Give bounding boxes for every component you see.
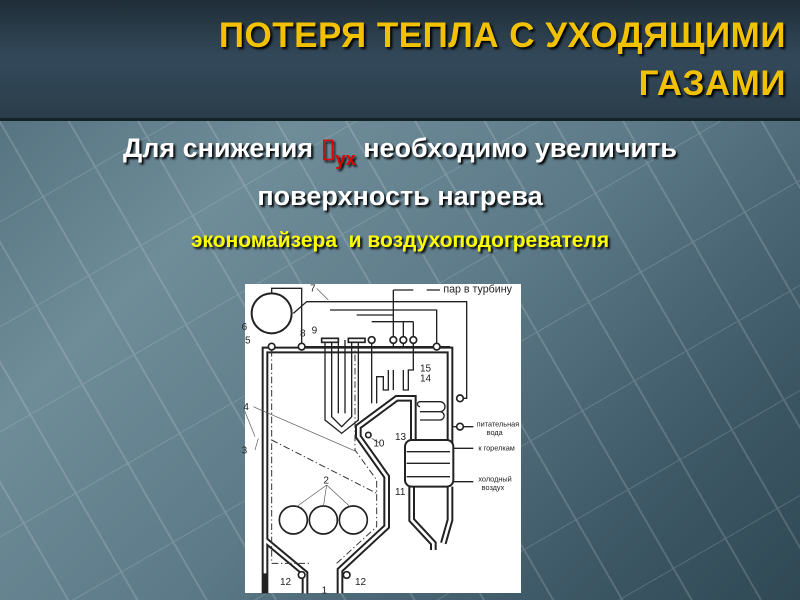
label-7: 7 (310, 284, 316, 295)
label-14: 14 (420, 374, 432, 385)
drum (250, 292, 293, 335)
body-line-3-highlight: экономайзера и воздухоподогревателя (190, 229, 610, 252)
label-cold-air: холодный (478, 475, 511, 484)
label-1: 1 (322, 585, 328, 595)
label-steam-to-turbine: пар в турбину (443, 284, 512, 296)
boiler-diagram: 1 2 3 4 5 6 7 8 9 10 11 12 12 13 14 15 п… (242, 284, 521, 595)
boiler-schematic: 1 2 3 4 5 6 7 8 9 10 11 12 12 13 14 15 п… (242, 284, 520, 595)
label-8: 8 (300, 329, 306, 340)
diagram-labels: 1 2 3 4 5 6 7 8 9 10 11 12 12 13 14 15 п… (242, 284, 520, 595)
label-13: 13 (395, 432, 407, 443)
symbol-subscript: ух (335, 149, 356, 169)
label-feedwater-2: вода (487, 428, 504, 437)
burner (308, 505, 339, 535)
body-line-2: поверхность нагрева (257, 181, 543, 211)
label-cold-air-2: воздух (482, 483, 505, 492)
label-6: 6 (242, 322, 248, 333)
body-line-1: Для снижения ▯ух необходимо увеличить (0, 133, 800, 170)
label-12-left: 12 (280, 577, 292, 588)
text-after-symbol: необходимо увеличить (363, 133, 677, 163)
leader-lines (244, 288, 381, 507)
label-11: 11 (395, 487, 406, 498)
label-9: 9 (312, 325, 318, 336)
label-5: 5 (245, 335, 251, 346)
text-before-symbol: Для снижения (123, 133, 314, 163)
title-line-1: ПОТЕРЯ ТЕПЛА С УХОДЯЩИМИ (218, 16, 786, 55)
label-4: 4 (243, 402, 249, 413)
label-10: 10 (373, 439, 385, 450)
title-band: ПОТЕРЯ ТЕПЛА С УХОДЯЩИМИ ГАЗАМИ (0, 0, 800, 121)
burner (278, 505, 309, 535)
label-3: 3 (242, 445, 248, 456)
label-feedwater: питательная (477, 420, 520, 429)
burner (338, 505, 369, 535)
label-15: 15 (420, 364, 432, 375)
missing-symbol-glyph: ▯ (320, 133, 336, 163)
headers (267, 335, 465, 580)
slide-title: ПОТЕРЯ ТЕПЛА С УХОДЯЩИМИ ГАЗАМИ (219, 12, 786, 108)
label-2: 2 (323, 475, 329, 486)
title-line-2: ГАЗАМИ (638, 64, 786, 103)
label-to-burners: к горелкам (478, 444, 515, 453)
label-12-right: 12 (355, 577, 367, 588)
